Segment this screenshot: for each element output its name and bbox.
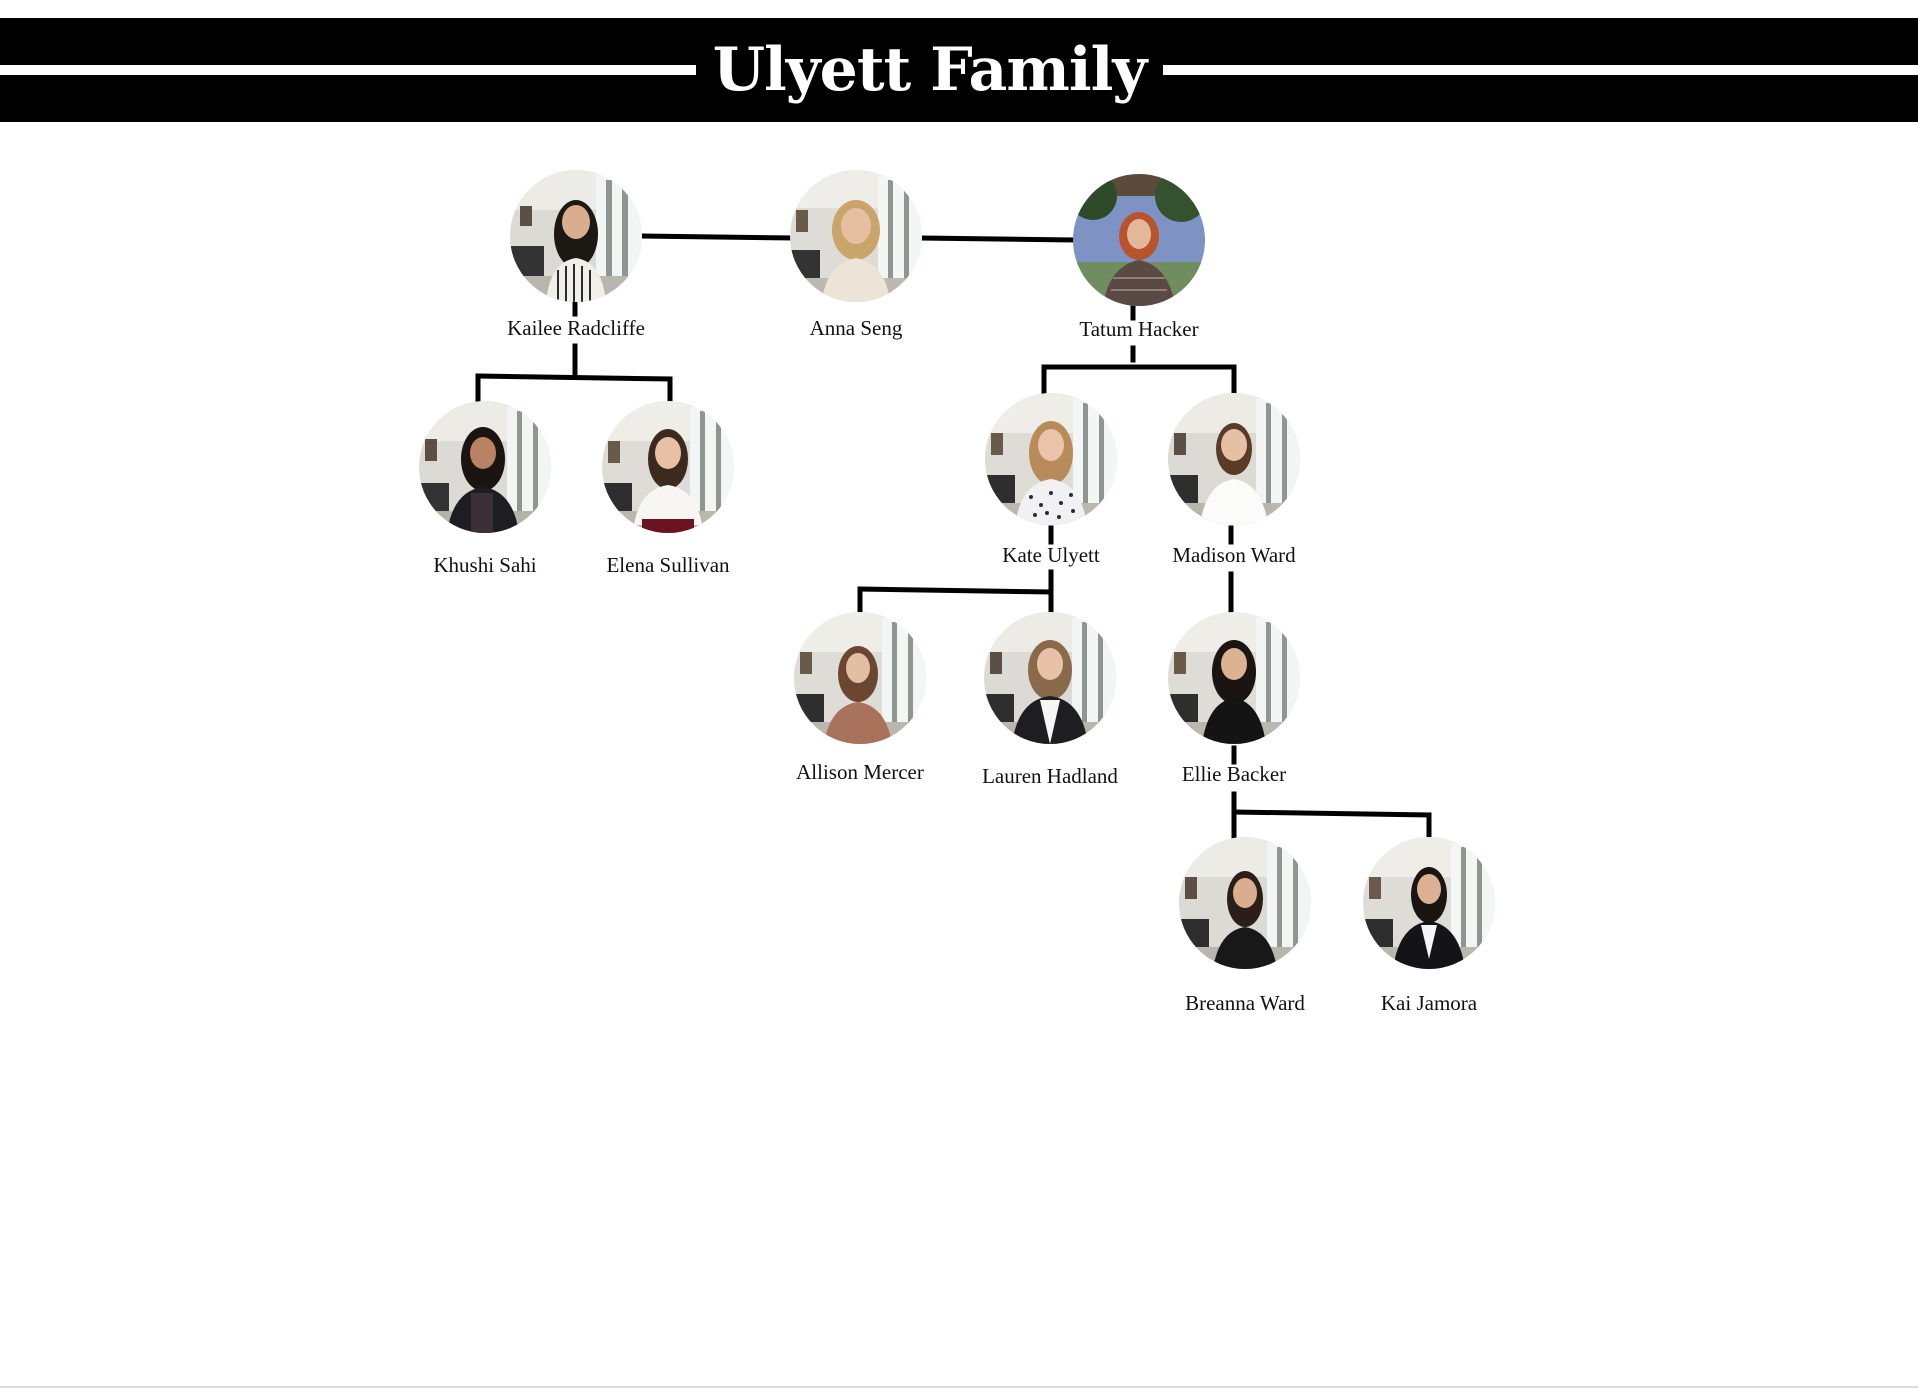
- portrait-hallway-icon: [1363, 837, 1495, 969]
- member-name: Elena Sullivan: [606, 553, 730, 577]
- banner-stripe-left: [0, 65, 696, 75]
- portrait-hallway-icon: [1168, 393, 1300, 525]
- portrait-hallway-icon: [985, 393, 1117, 525]
- title-banner: Ulyett Family: [0, 18, 1918, 122]
- page-title: Ulyett Family: [712, 35, 1148, 105]
- member-name: Khushi Sahi: [433, 553, 537, 577]
- portrait-hallway-icon: [794, 612, 926, 744]
- connector-kate-bar: [857, 586, 1054, 595]
- connector-anna-tatum: [919, 235, 1076, 243]
- member-name: Kai Jamora: [1380, 991, 1478, 1015]
- member-name: Breanna Ward: [1185, 991, 1305, 1015]
- member-name: Madison Ward: [1172, 543, 1296, 567]
- portrait-hallway-icon: [790, 170, 922, 302]
- portrait-hallway-icon: [419, 401, 551, 533]
- page-bottom-edge: [0, 1386, 1918, 1388]
- connector-kailee-bar: [475, 373, 673, 382]
- portrait-hallway-icon: [984, 612, 1116, 744]
- member-name: Kailee Radcliffe: [507, 316, 645, 340]
- banner-stripe-right: [1163, 65, 1918, 75]
- portrait-hallway-icon: [1179, 837, 1311, 969]
- member-name: Tatum Hacker: [1079, 317, 1199, 341]
- connector-kailee-anna: [639, 233, 795, 241]
- portrait-hallway-icon: [602, 401, 734, 533]
- portrait-hallway-icon: [1168, 612, 1300, 744]
- member-name: Allison Mercer: [796, 760, 924, 784]
- member-name: Kate Ulyett: [1002, 543, 1100, 567]
- member-name: Lauren Hadland: [982, 764, 1118, 788]
- member-name: Ellie Backer: [1181, 762, 1287, 786]
- portrait-hallway-icon: [510, 170, 642, 302]
- portrait-outdoor-icon: [1073, 174, 1205, 306]
- connector-ellie-bar: [1231, 809, 1432, 818]
- member-name: Anna Seng: [809, 316, 903, 340]
